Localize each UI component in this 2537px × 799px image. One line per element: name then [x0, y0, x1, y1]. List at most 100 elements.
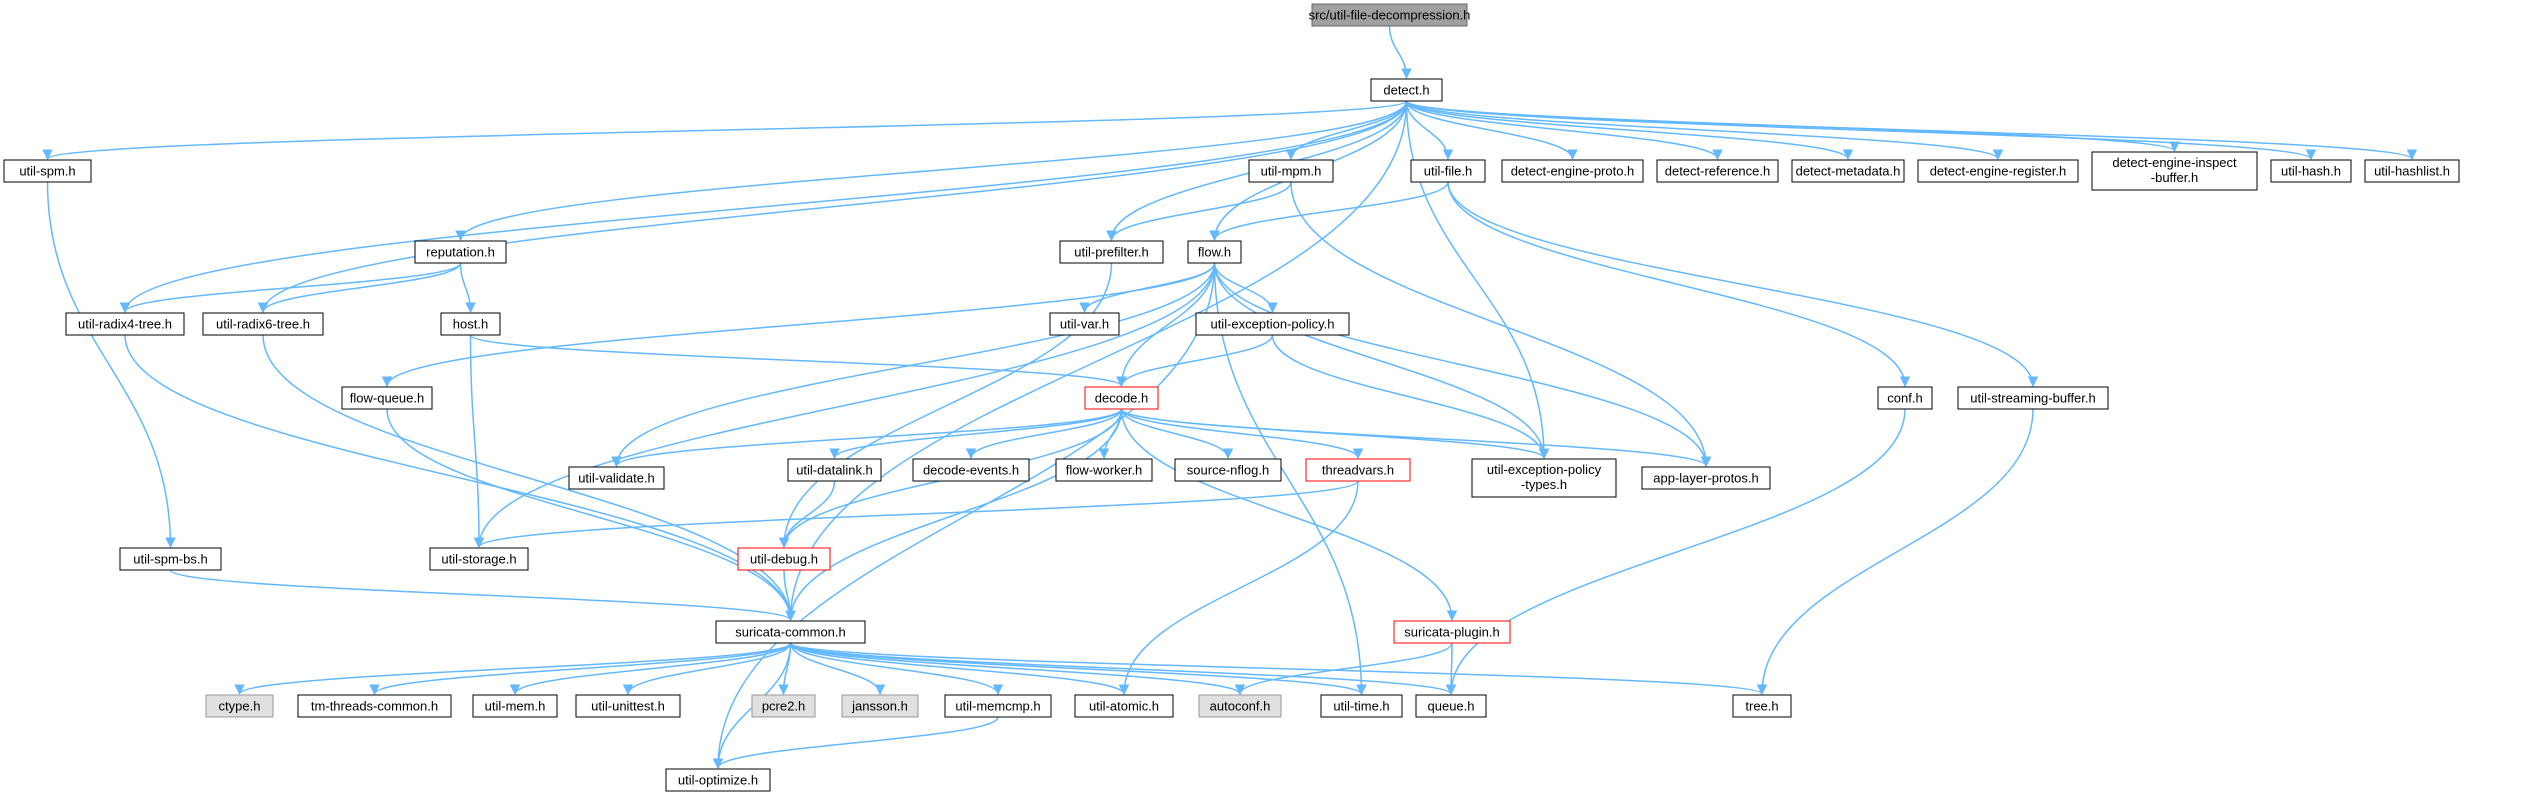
node-util-mpm[interactable]: util-mpm.h	[1248, 159, 1334, 183]
edge-suricata-common-to-util-unittest	[622, 642, 792, 696]
node-box	[2270, 159, 2352, 183]
node-util-atomic[interactable]: util-atomic.h	[1074, 694, 1174, 718]
node-label: conf.h	[1887, 391, 1922, 406]
node-source-nflog[interactable]: source-nflog.h	[1174, 458, 1282, 482]
edge-util-memcmp-to-util-optimize	[712, 716, 999, 770]
edge-suricata-common-to-util-mem	[509, 642, 792, 696]
node-util-time[interactable]: util-time.h	[1320, 694, 1403, 718]
node-label: util-hash.h	[2281, 164, 2341, 179]
edge-detect-to-util-hash	[1405, 100, 2316, 161]
node-util-var[interactable]: util-var.h	[1049, 312, 1120, 336]
node-box	[297, 694, 452, 718]
node-label: util-memcmp.h	[955, 699, 1040, 714]
edge-decode-to-source-nflog	[1120, 408, 1234, 460]
node-box	[205, 694, 274, 718]
node-label: util-time.h	[1333, 699, 1389, 714]
node-ctype[interactable]: ctype.h	[205, 694, 274, 718]
node-jansson[interactable]: jansson.h	[841, 694, 919, 718]
edge-decode-to-suricata-common	[785, 408, 1123, 622]
edge-host-to-decode	[469, 334, 1127, 388]
node-label: reputation.h	[426, 245, 495, 260]
node-label: ctype.h	[219, 699, 261, 714]
node-host[interactable]: host.h	[440, 312, 501, 336]
node-queue[interactable]: queue.h	[1415, 694, 1487, 718]
node-flow[interactable]: flow.h	[1187, 240, 1242, 264]
node-detect-engine-register[interactable]: detect-engine-register.h	[1917, 159, 2079, 183]
node-reputation[interactable]: reputation.h	[414, 240, 507, 264]
node-box	[472, 694, 558, 718]
node-box	[2364, 159, 2460, 183]
node-util-validate[interactable]: util-validate.h	[568, 466, 665, 490]
node-box	[1732, 694, 1792, 718]
node-suricata-common[interactable]: suricata-common.h	[715, 620, 866, 644]
node-util-radix6-tree[interactable]: util-radix6-tree.h	[202, 312, 324, 336]
node-label: util-mpm.h	[1261, 164, 1322, 179]
node-util-debug[interactable]: util-debug.h	[737, 547, 831, 571]
node-util-datalink[interactable]: util-datalink.h	[787, 458, 882, 482]
node-autoconf[interactable]: autoconf.h	[1198, 694, 1282, 718]
node-detect-engine-proto[interactable]: detect-engine-proto.h	[1501, 159, 1644, 183]
node-detect-metadata[interactable]: detect-metadata.h	[1791, 159, 1905, 183]
edge-detect-to-detect-engine-proto	[1405, 100, 1578, 161]
node-box	[202, 312, 324, 336]
node-util-storage[interactable]: util-storage.h	[429, 547, 529, 571]
node-detect[interactable]: detect.h	[1370, 78, 1443, 102]
node-box	[787, 458, 882, 482]
node-util-unittest[interactable]: util-unittest.h	[575, 694, 681, 718]
edge-util-debug-to-suricata-common	[783, 569, 796, 622]
edge-detect-to-util-radix4-tree	[119, 100, 1408, 314]
node-util-file[interactable]: util-file.h	[1410, 159, 1486, 183]
node-box	[912, 458, 1030, 482]
node-box	[1501, 159, 1644, 183]
node-flow-queue[interactable]: flow-queue.h	[341, 386, 433, 410]
header-nodes: src/util-file-decompression.h detect.h uti…	[3, 3, 2460, 792]
node-detect-reference[interactable]: detect-reference.h	[1656, 159, 1779, 183]
node-box	[575, 694, 681, 718]
node-util-memcmp[interactable]: util-memcmp.h	[944, 694, 1052, 718]
node-flow-worker[interactable]: flow-worker.h	[1055, 458, 1153, 482]
node-label: flow-queue.h	[350, 391, 424, 406]
node-conf[interactable]: conf.h	[1877, 386, 1933, 410]
node-box	[1195, 312, 1350, 336]
node-box	[1877, 386, 1933, 410]
node-suricata-plugin[interactable]: suricata-plugin.h	[1393, 620, 1511, 644]
node-box	[1084, 386, 1159, 410]
node-label: util-datalink.h	[796, 463, 873, 478]
edge-util-radix6-tree-to-suricata-common	[262, 334, 796, 622]
node-label: util-optimize.h	[678, 773, 758, 788]
node-app-layer-protos[interactable]: app-layer-protos.h	[1641, 466, 1771, 490]
node-label: app-layer-protos.h	[1653, 471, 1759, 486]
node-label: util-mem.h	[485, 699, 546, 714]
node-util-mem[interactable]: util-mem.h	[472, 694, 558, 718]
node-util-hash[interactable]: util-hash.h	[2270, 159, 2352, 183]
node-box	[1311, 3, 1468, 27]
edge-flow-to-util-var	[1079, 262, 1216, 314]
node-detect-engine-inspect-buffer[interactable]: detect-engine-inspect-buffer.h	[2091, 151, 2258, 191]
node-decode[interactable]: decode.h	[1084, 386, 1159, 410]
node-box	[1248, 159, 1334, 183]
node-decode-events[interactable]: decode-events.h	[912, 458, 1030, 482]
node-util-radix4-tree[interactable]: util-radix4-tree.h	[65, 312, 185, 336]
node-util-spm[interactable]: util-spm.h	[3, 159, 92, 183]
node-tree[interactable]: tree.h	[1732, 694, 1792, 718]
edge-detect-to-detect-metadata	[1405, 100, 1854, 161]
edge-util-exception-policy-to-util-exception-policy-types	[1271, 334, 1550, 460]
node-tm-threads-common[interactable]: tm-threads-common.h	[297, 694, 452, 718]
node-util-optimize[interactable]: util-optimize.h	[665, 768, 771, 792]
node-box	[1656, 159, 1779, 183]
node-util-prefilter[interactable]: util-prefilter.h	[1059, 240, 1164, 264]
node-util-hashlist[interactable]: util-hashlist.h	[2364, 159, 2460, 183]
node-box	[2091, 151, 2258, 191]
node-pcre2[interactable]: pcre2.h	[751, 694, 816, 718]
node-util-exception-policy-types[interactable]: util-exception-policy-types.h	[1471, 458, 1617, 498]
node-threadvars[interactable]: threadvars.h	[1305, 458, 1411, 482]
node-label: source-nflog.h	[1187, 463, 1269, 478]
node-util-exception-policy[interactable]: util-exception-policy.h	[1195, 312, 1350, 336]
edge-detect-to-util-spm	[42, 100, 1408, 161]
node-label: util-exception-policy	[1487, 462, 1602, 477]
node-label: util-radix6-tree.h	[216, 317, 310, 332]
node-box	[341, 386, 433, 410]
node-root[interactable]: src/util-file-decompression.h	[1309, 3, 1471, 27]
node-util-streaming-buffer[interactable]: util-streaming-buffer.h	[1957, 386, 2109, 410]
node-util-spm-bs[interactable]: util-spm-bs.h	[119, 547, 222, 571]
